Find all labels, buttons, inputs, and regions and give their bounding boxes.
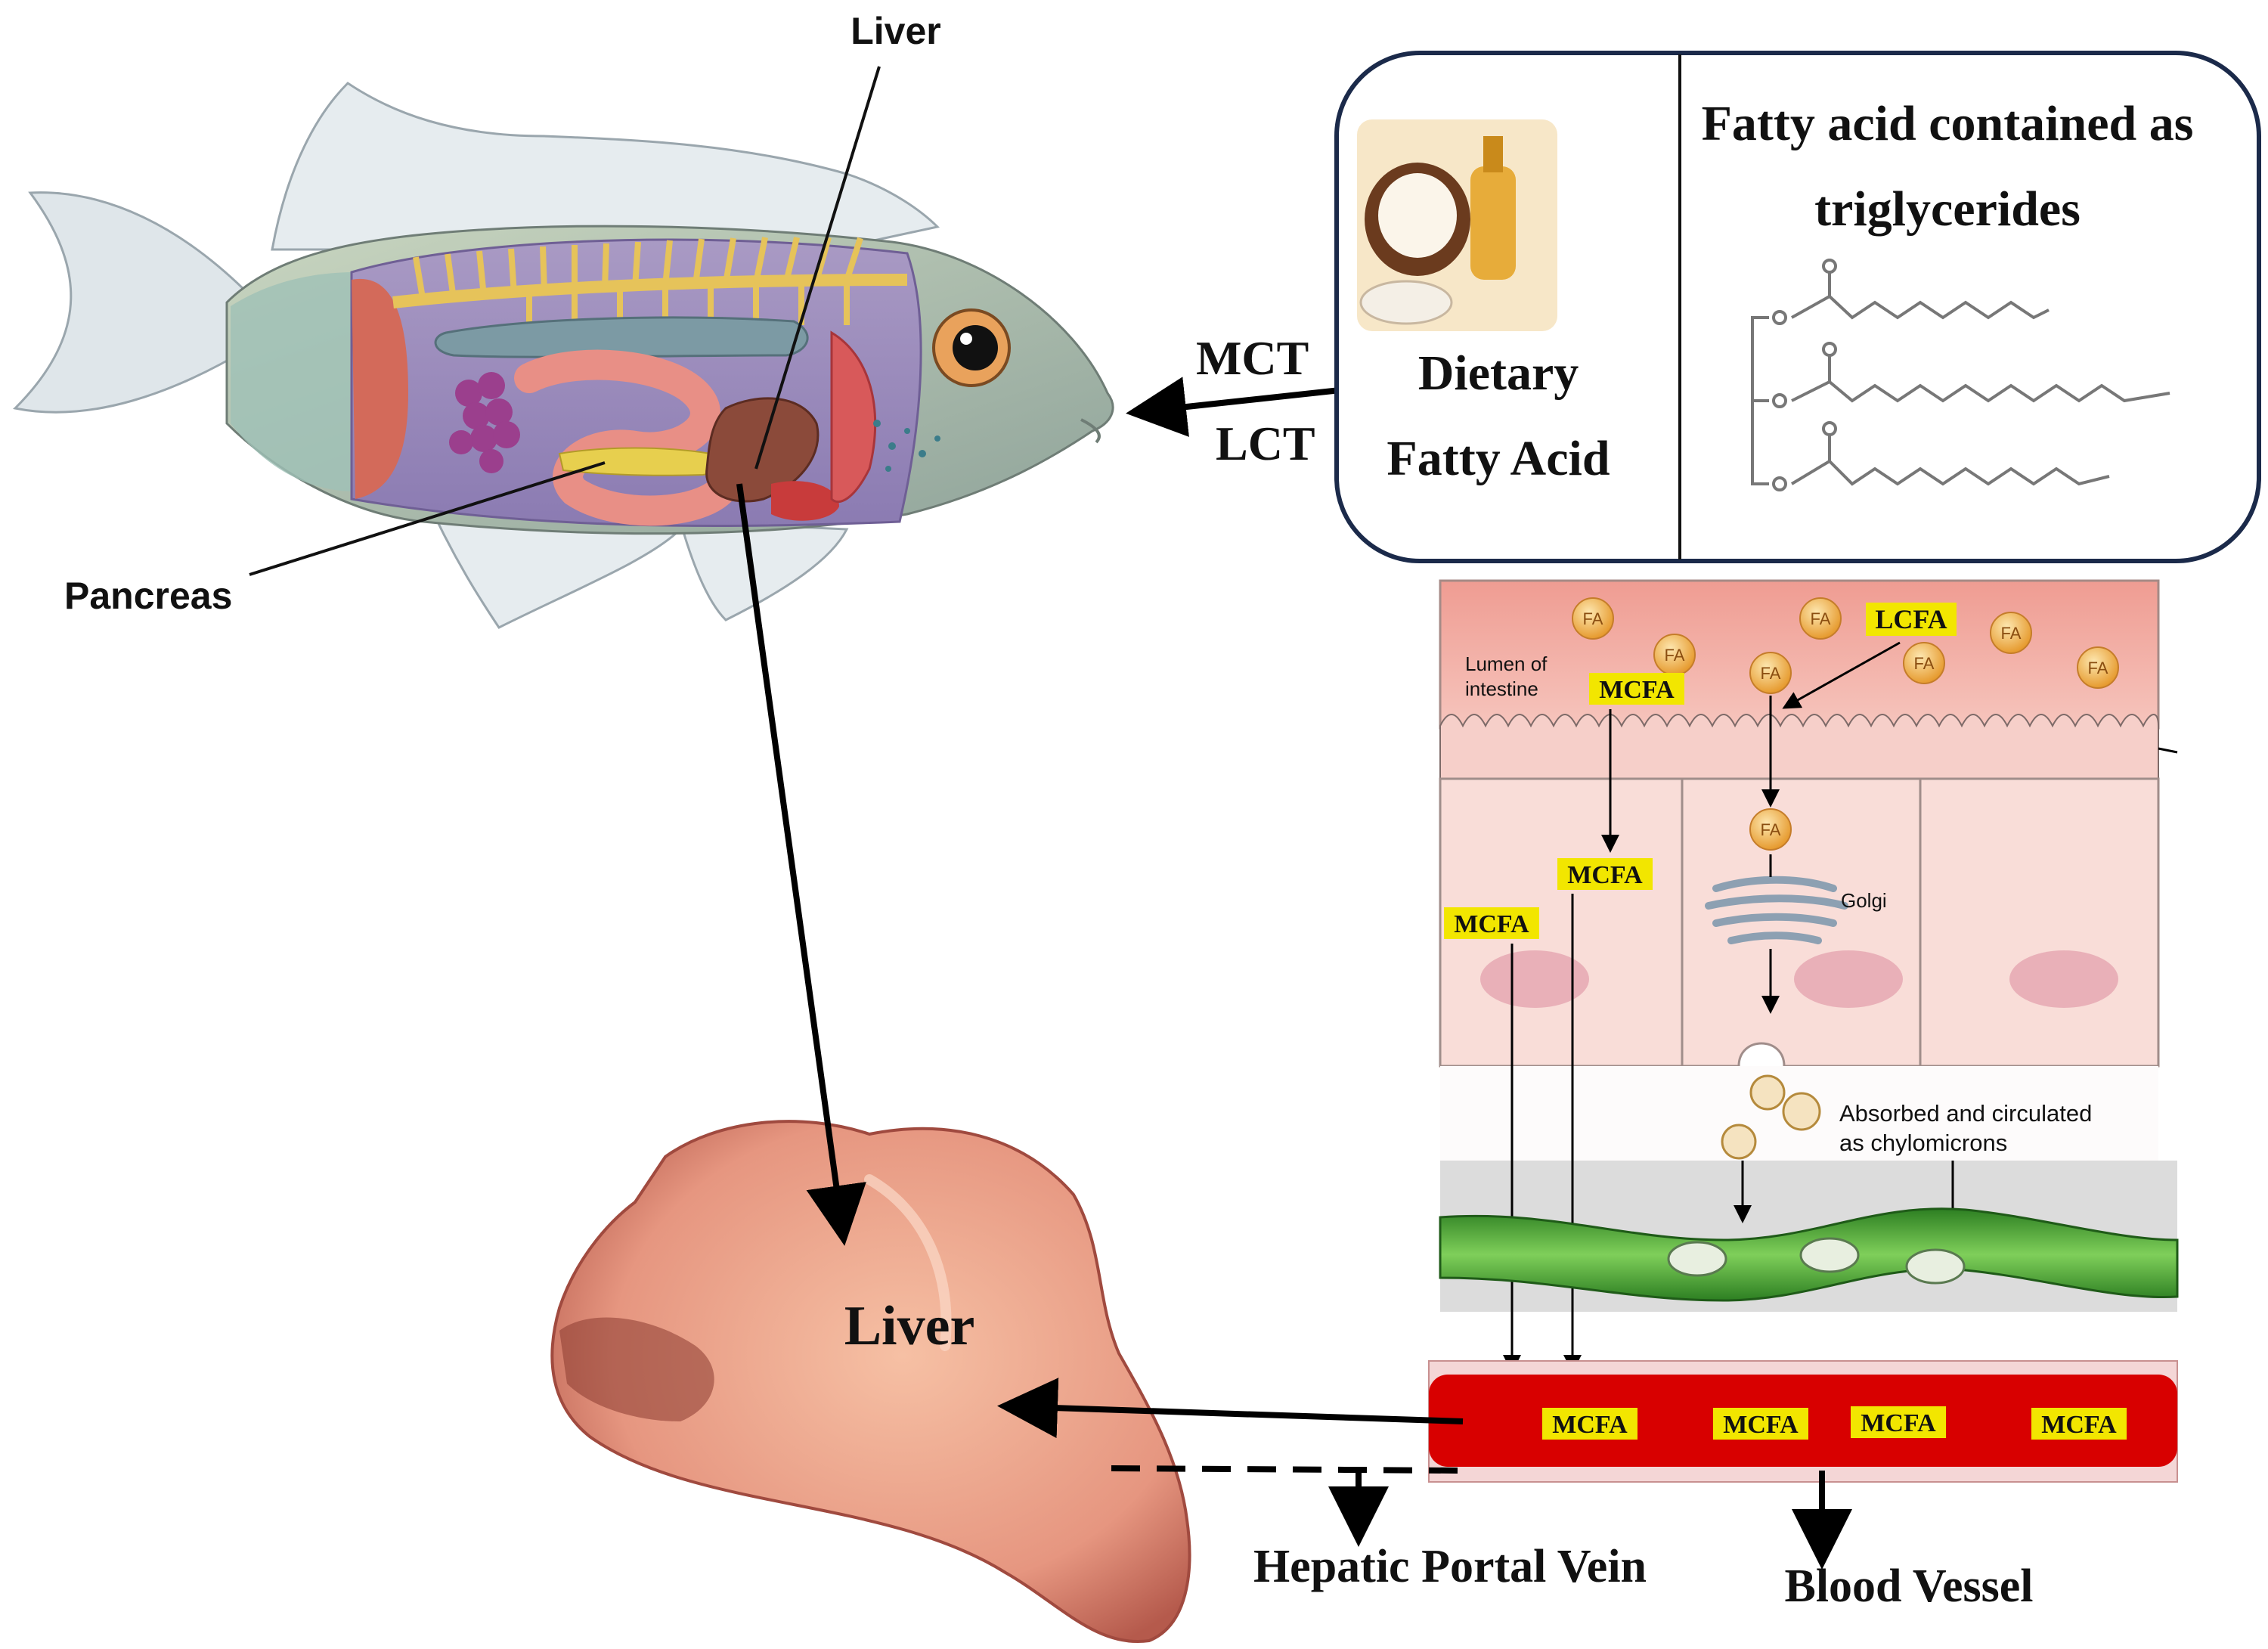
svg-text:FA: FA [1811,609,1831,628]
dietary-label-line1: Dietary [1418,346,1579,401]
lct-label: LCT [1216,417,1315,470]
lcfa-token: LCFA [1866,603,1957,636]
fa-molecule: FA [1903,642,1945,684]
svg-text:FA: FA [2001,624,2022,643]
triglyceride-heading-line2: triglycerides [1814,181,2081,237]
mct-label: MCT [1196,331,1309,385]
nucleus-middle [1794,950,1903,1008]
fish-pupil [953,325,998,370]
fish-pancreas [558,447,720,476]
golgi-label: Golgi [1841,889,1887,912]
fa-molecule: FA [1572,597,1614,640]
mcfa-token-blood: MCFA [1713,1408,1808,1440]
hepatic-portal-vein-label: Hepatic Portal Vein [1253,1541,1647,1592]
liver-dark-area [559,1317,714,1421]
svg-text:MCFA: MCFA [1454,910,1529,938]
liver-lobe [550,1120,1191,1644]
fish-liver-to-liver-arrow [736,483,866,1246]
fa-molecule: FA [1749,808,1792,851]
mcfa-token-cell: MCFA [1557,858,1653,890]
svg-text:FA: FA [1914,654,1935,673]
mcfa-token-lumen: MCFA [1589,673,1684,705]
fatty-acid-chain-2 [1791,380,2170,403]
hepatic-portal-dashed-line [1111,1465,1464,1474]
fish-swim-bladder [434,316,809,358]
nucleus-left [1480,950,1589,1008]
epithelial-cell-right [1919,777,2160,1068]
fish-intestine [514,349,741,526]
fish-muscle-band [352,278,408,499]
svg-text:LCFA: LCFA [1875,604,1947,634]
fa-molecule: FA [1799,597,1842,640]
chylomicron-cluster [1721,1074,1821,1160]
fish-gills [830,330,877,504]
absorption-arrows [1503,641,2178,1373]
fish-pancreas-label: Pancreas [64,575,232,617]
oil-bottle [1470,166,1516,280]
fa-molecule: FA [2077,646,2119,689]
fatty-acid-chain-3 [1790,459,2110,486]
svg-text:MCFA: MCFA [1599,676,1675,704]
svg-text:FA: FA [1665,646,1685,665]
fish-pelvic-fin [678,520,849,621]
svg-text:FA: FA [1583,609,1603,628]
exocytosis-notch [1737,1042,1786,1067]
lymph-chylomicrons [1667,1237,1966,1285]
lumen-label-line2: intestine [1465,677,1538,700]
dietary-fatty-acid-box: Dietary Fatty Acid Fatty acid contained … [1334,51,2261,563]
coconut-half [1359,280,1453,325]
fish-eye-glint [960,333,972,345]
blood-to-liver-arrow [997,1378,1464,1439]
svg-text:MCFA: MCFA [2041,1411,2117,1439]
fish-gonad [449,372,520,473]
liver-organ: Liver [550,1120,1191,1644]
coconut-oil-picture [1357,119,1557,331]
golgi-apparatus [1705,876,1848,944]
fish-tail-scales [231,272,355,491]
fish-tail-fin [12,191,251,414]
svg-text:MCFA: MCFA [1861,1409,1936,1437]
liver-label: Liver [844,1295,975,1357]
mcfa-token-cell-left: MCFA [1444,907,1539,939]
fa-molecule: FA [1749,652,1792,694]
fish-mouth [1080,418,1101,444]
triglyceride-heading-line1: Fatty acid contained as [1702,96,2194,151]
absorbed-label-line2: as chylomicrons [1839,1130,2007,1156]
mcfa-token-blood: MCFA [1542,1408,1637,1440]
svg-text:FA: FA [1761,664,1781,683]
svg-text:MCFA: MCFA [1567,861,1643,889]
fish-liver-leader-line [754,66,881,470]
mcfa-token-blood: MCFA [2031,1408,2127,1440]
svg-text:FA: FA [2088,659,2108,677]
fish-liver-label: Liver [850,10,941,52]
fish-head-spots [873,420,940,472]
fish-dorsal-fin [271,82,940,251]
fish-illustration [12,82,1114,629]
fatty-acid-chain-1 [1791,294,2050,320]
fish-vertebrae [413,236,863,325]
fa-molecule: FA [1990,612,2032,654]
fish-pancreas-leader-line [249,461,606,576]
intestine-lumen [1439,579,2160,730]
lumen-label-line1: Lumen of [1465,652,1548,675]
svg-text:MCFA: MCFA [1723,1411,1799,1439]
svg-text:MCFA: MCFA [1552,1411,1628,1439]
fish-heart [771,481,839,521]
triglyceride-structure [1751,259,2170,491]
nucleus-right [2009,950,2118,1008]
liver-highlight [864,1174,952,1351]
blood-vessel-label: Blood Vessel [1784,1561,2033,1612]
svg-text:FA: FA [1761,820,1781,839]
intestinal-absorption-diagram: Golgi Lumen of intestine FA FA FA FA FA … [1428,579,2179,1483]
fa-molecule: FA [1653,634,1696,676]
microvilli-border [1439,714,2159,780]
dietary-label-line2: Fatty Acid [1387,431,1610,486]
dietary-box-frame [1334,51,2261,563]
absorbed-label-line1: Absorbed and circulated [1839,1100,2092,1127]
oil-bottle-neck [1483,136,1503,172]
coconut-flesh [1378,173,1457,258]
mcfa-token-blood: MCFA [1851,1406,1946,1438]
